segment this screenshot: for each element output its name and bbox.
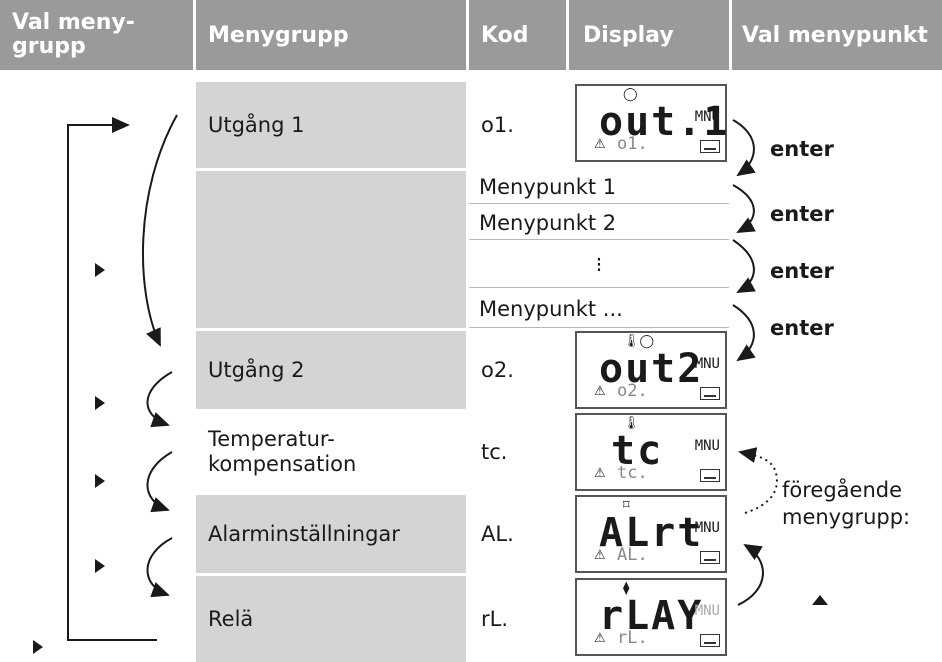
previous-group-label-line1: föregående xyxy=(782,478,903,502)
row-alarm-code: AL. xyxy=(469,495,566,573)
lcd-main-text: out2 xyxy=(599,346,704,392)
lcd-main-text: tc xyxy=(611,428,664,474)
menu-items-spacer xyxy=(196,171,466,328)
warning-icon: ⚠ xyxy=(594,384,606,399)
enter-label-3: enter xyxy=(770,259,834,283)
row-alarm-group: Alarminställningar xyxy=(196,495,466,573)
header-menygrupp: Menygrupp xyxy=(196,0,466,70)
row-utgang-1-group: Utgång 1 xyxy=(196,82,466,168)
header-val-menygrupp: Val meny- grupp xyxy=(0,0,193,70)
right-arrow-key-icon xyxy=(95,396,105,410)
enter-key-icon xyxy=(700,469,720,482)
lcd-display-rlay: ⧫ rLAY MNU ⚠ rL. xyxy=(575,578,727,656)
right-arrow-key-icon xyxy=(95,263,105,277)
row-utgang-2-group-label: Utgång 2 xyxy=(208,358,305,382)
row-tc-group: Temperatur- kompensation xyxy=(196,412,466,492)
thermometer-icon: 🌡 xyxy=(623,416,640,431)
right-arrow-key-icon xyxy=(95,559,105,573)
menu-item-last[interactable]: Menypunkt ... xyxy=(469,291,729,328)
lcd-display-tc: 🌡 tc MNU ⚠ tc. xyxy=(575,413,727,491)
right-arrow-key-icon xyxy=(33,640,43,654)
header-kod: Kod xyxy=(469,0,566,70)
row-alarm-group-label: Alarminställningar xyxy=(208,522,400,546)
row-rela-group-label: Relä xyxy=(208,607,254,631)
row-rela-code: rL. xyxy=(469,576,566,662)
lcd-display-alrt: ⌑ ALrt MNU ⚠ AL. xyxy=(575,495,727,573)
relay-symbol-icon: ⧫ xyxy=(623,581,630,596)
right-arrow-key-icon xyxy=(95,474,105,488)
lcd-main-text: rLAY xyxy=(599,593,704,639)
lcd-sub-text: o2. xyxy=(617,381,648,401)
header-val-menypunkt: Val menypunkt xyxy=(732,0,942,70)
menu-item-1[interactable]: Menypunkt 1 xyxy=(469,171,729,204)
header-display-label: Display xyxy=(583,22,674,48)
lcd-mnu-label: MNU xyxy=(694,438,720,454)
warning-icon: ⚠ xyxy=(594,137,606,152)
header-kod-label: Kod xyxy=(481,22,529,48)
enter-label-4: enter xyxy=(770,316,834,340)
previous-group-label-line2: menygrupp: xyxy=(782,505,911,529)
header-val-menypunkt-label: Val menypunkt xyxy=(742,22,928,48)
row-rela-code-label: rL. xyxy=(481,607,509,631)
lcd-mnu-label: MNU xyxy=(694,520,720,536)
row-tc-group-line1: Temperatur- xyxy=(208,426,335,451)
lcd-sub-text: AL. xyxy=(617,545,648,565)
menu-item-2-label: Menypunkt 2 xyxy=(479,211,617,235)
row-rela-group: Relä xyxy=(196,576,466,662)
row-tc-code-label: tc. xyxy=(481,440,508,464)
lcd-main-text: ALrt xyxy=(599,510,704,556)
row-utgang-2-code-label: o2. xyxy=(481,358,514,382)
enter-key-icon xyxy=(700,551,720,564)
enter-key-icon xyxy=(700,634,720,647)
lcd-mnu-label: MNU xyxy=(694,109,720,125)
warning-icon: ⚠ xyxy=(594,548,606,563)
row-tc-group-line2: kompensation xyxy=(208,452,357,476)
menu-item-last-label: Menypunkt ... xyxy=(479,297,623,321)
header-display: Display xyxy=(569,0,729,70)
row-alarm-code-label: AL. xyxy=(481,522,514,546)
lcd-display-out1: ◯ out.1 MNU ⚠ o1. xyxy=(575,84,727,162)
lcd-sub-text: o1. xyxy=(617,134,648,154)
menu-item-1-label: Menypunkt 1 xyxy=(479,175,617,199)
warning-icon: ⚠ xyxy=(594,631,606,646)
up-arrow-key-icon xyxy=(812,595,828,605)
enter-label-1: enter xyxy=(770,137,834,161)
enter-key-icon xyxy=(700,387,720,400)
menu-item-ellipsis: ⁝ xyxy=(469,243,729,288)
enter-key-icon xyxy=(700,140,720,153)
lcd-sub-text: tc. xyxy=(617,463,648,483)
lcd-mnu-label: MNU xyxy=(694,356,720,372)
warning-icon: ⚠ xyxy=(594,466,606,481)
header-menygrupp-label: Menygrupp xyxy=(208,22,349,48)
row-utgang-2-group: Utgång 2 xyxy=(196,331,466,409)
lcd-display-out2: 🌡◯ out2 MNU ⚠ o2. xyxy=(575,331,727,409)
menu-item-ellipsis-label: ⁝ xyxy=(595,253,603,277)
lcd-main-text: out.1 xyxy=(599,99,730,145)
alarm-symbol-icon: ⌑ xyxy=(623,498,630,513)
header-val-menygrupp-line1: Val meny- xyxy=(12,9,135,35)
lcd-top-symbol: ◯ xyxy=(623,87,638,102)
row-utgang-1-code-label: o1. xyxy=(481,113,514,137)
lcd-mnu-label: MNU xyxy=(694,603,720,619)
header-val-menygrupp-line2: grupp xyxy=(12,34,86,59)
row-utgang-2-code: o2. xyxy=(469,331,566,409)
row-tc-code: tc. xyxy=(469,412,566,492)
row-utgang-1-code: o1. xyxy=(469,82,566,168)
lcd-sub-text: rL. xyxy=(617,628,648,648)
menu-item-2[interactable]: Menypunkt 2 xyxy=(469,207,729,240)
enter-label-2: enter xyxy=(770,202,834,226)
row-utgang-1-group-label: Utgång 1 xyxy=(208,113,305,137)
lcd-top-symbol: 🌡◯ xyxy=(623,334,655,349)
